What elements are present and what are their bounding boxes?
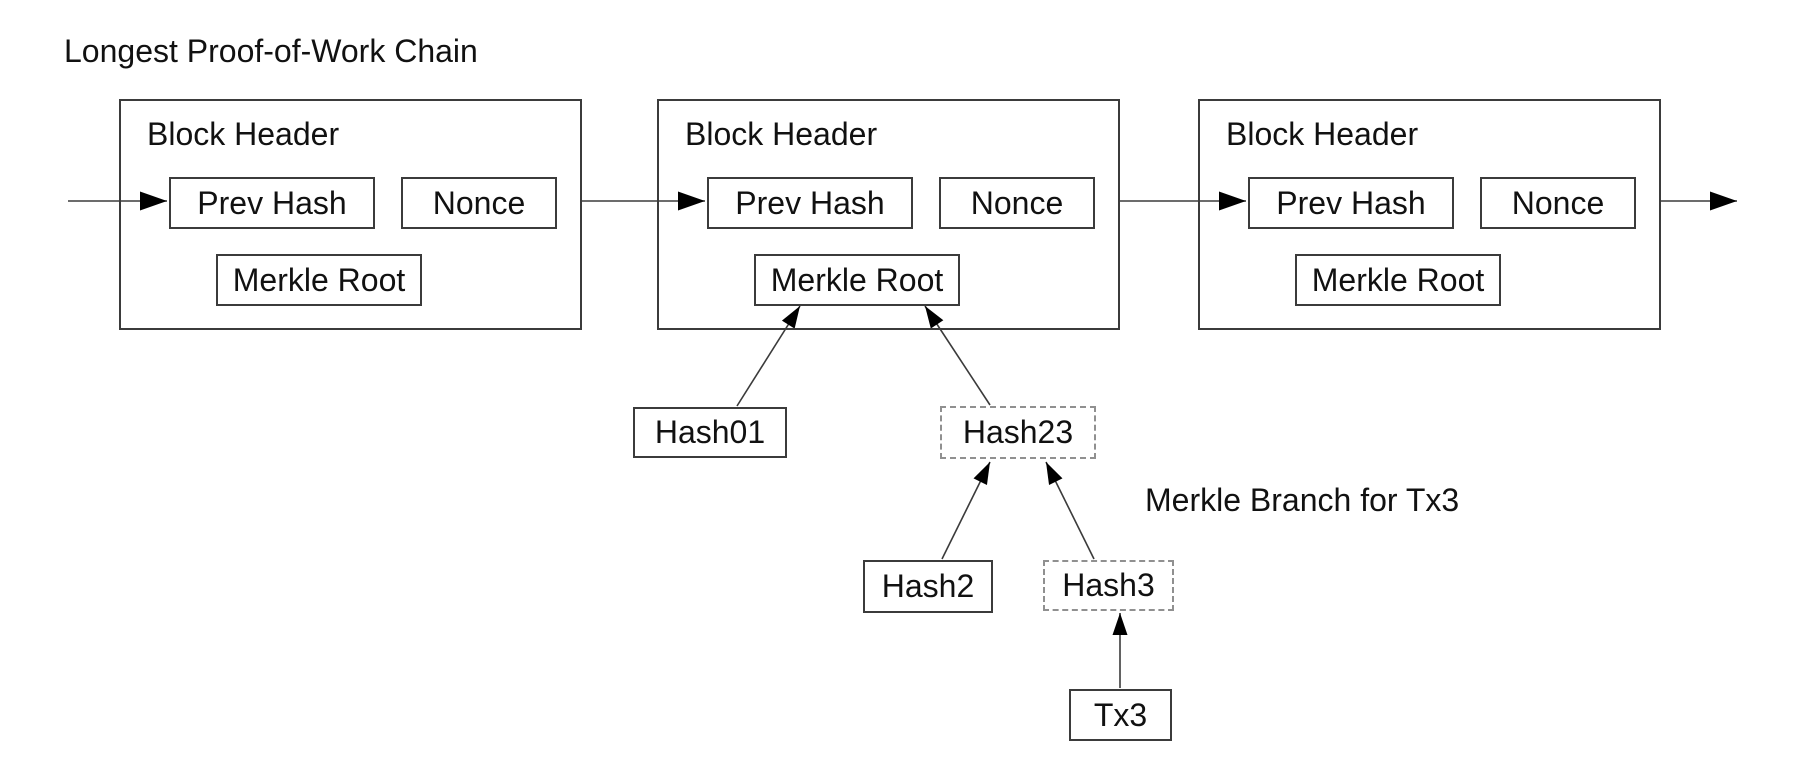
merkle-root-box: Merkle Root — [1295, 254, 1501, 306]
hash23-node: Hash23 — [940, 406, 1096, 459]
diagram-title: Longest Proof-of-Work Chain — [64, 33, 478, 69]
hash2-node: Hash2 — [863, 560, 993, 613]
prev-hash-box: Prev Hash — [707, 177, 913, 229]
arrow-hash3-to-hash23 — [1045, 461, 1095, 560]
hash3-node: Hash3 — [1043, 560, 1174, 611]
block-header-box-3: Block Header Prev Hash Nonce Merkle Root — [1198, 99, 1661, 330]
block-header-box-1: Block Header Prev Hash Nonce Merkle Root — [119, 99, 582, 330]
prev-hash-box: Prev Hash — [1248, 177, 1454, 229]
nonce-box: Nonce — [401, 177, 557, 229]
nonce-box: Nonce — [1480, 177, 1636, 229]
merkle-root-box: Merkle Root — [216, 254, 422, 306]
merkle-root-box: Merkle Root — [754, 254, 960, 306]
arrow-hash2-to-hash23 — [941, 461, 991, 560]
block-header-box-2: Block Header Prev Hash Nonce Merkle Root — [657, 99, 1120, 330]
block-label: Block Header — [1226, 116, 1419, 152]
merkle-branch-annotation: Merkle Branch for Tx3 — [1145, 482, 1460, 518]
prev-hash-box: Prev Hash — [169, 177, 375, 229]
nonce-box: Nonce — [939, 177, 1095, 229]
hash01-node: Hash01 — [633, 407, 787, 458]
block-label: Block Header — [147, 116, 340, 152]
block-label: Block Header — [685, 116, 878, 152]
tx3-node: Tx3 — [1069, 689, 1172, 741]
